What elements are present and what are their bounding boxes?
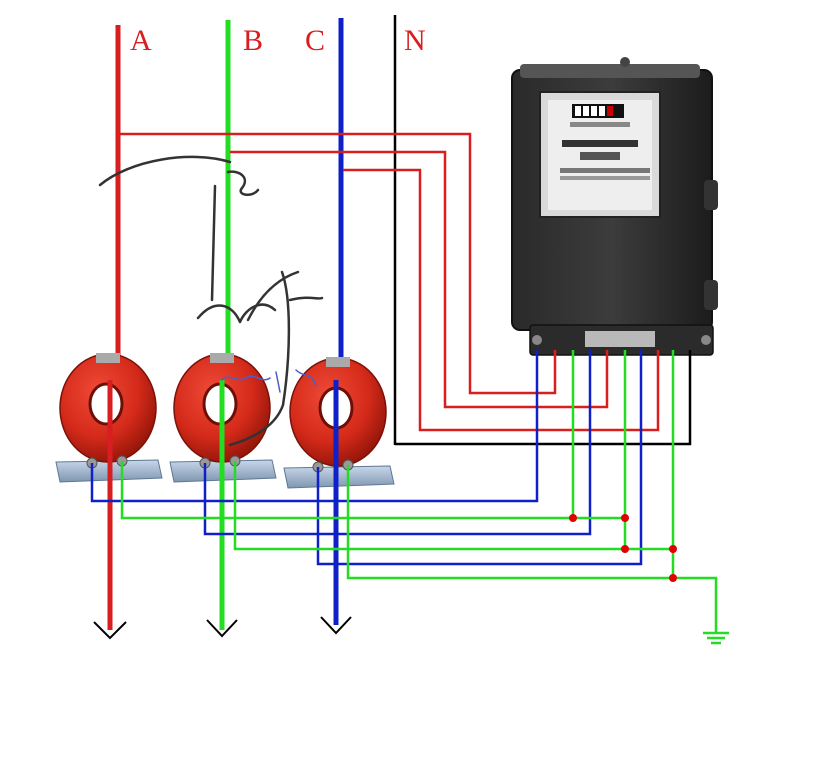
phase-c-voltage-tap xyxy=(343,168,660,432)
junction-dot xyxy=(669,574,677,582)
phase-c-label: C xyxy=(305,24,325,57)
ct-a-secondary-green xyxy=(120,461,625,520)
chevron-down-icon xyxy=(93,621,127,640)
phase-b-label: B xyxy=(243,24,263,57)
ct-c-secondary-green xyxy=(346,465,718,632)
handwritten-annotation xyxy=(98,155,324,447)
ground-icon xyxy=(703,631,729,645)
junction-dot xyxy=(621,514,629,522)
energy-meter xyxy=(511,57,718,356)
junction-dot xyxy=(669,545,677,553)
neutral-label: N xyxy=(404,24,426,57)
chevron-down-icon xyxy=(206,619,238,638)
ct-c-secondary-blue xyxy=(316,350,643,566)
phase-b-voltage-tap xyxy=(230,150,609,409)
phase-a-label: A xyxy=(130,24,152,57)
junction-dot xyxy=(621,545,629,553)
neutral-tap xyxy=(395,350,692,446)
ct-a-secondary-blue xyxy=(90,350,539,503)
phase-a-voltage-tap xyxy=(120,132,557,395)
handwritten-annotation-blue xyxy=(221,369,317,393)
chevron-down-icon xyxy=(320,616,352,635)
current-transformer-c xyxy=(283,357,395,489)
junction-dot xyxy=(569,514,577,522)
ct-b-secondary-green xyxy=(233,461,673,551)
ct-b-secondary-blue xyxy=(203,350,592,536)
